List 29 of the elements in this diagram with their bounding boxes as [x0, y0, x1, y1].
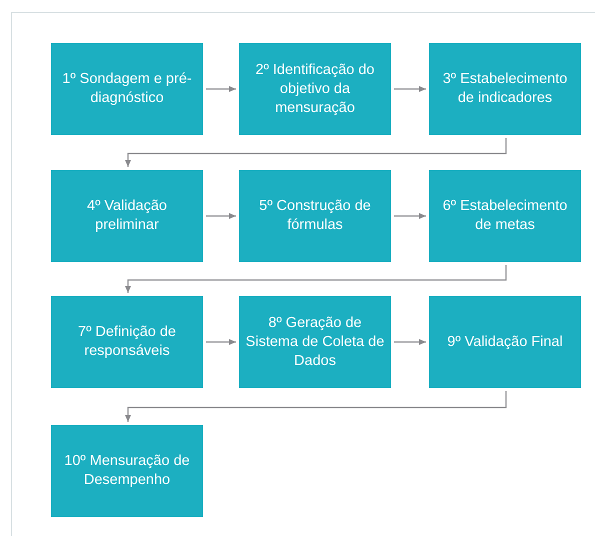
step-label: 5º Construção de fórmulas — [258, 197, 372, 235]
process-box — [51, 296, 203, 388]
step-label: 7º Definição de responsáveis — [77, 323, 177, 361]
process-box — [51, 170, 203, 262]
process-box — [239, 296, 391, 388]
process-box — [429, 43, 581, 135]
process-box — [429, 296, 581, 388]
arrow — [394, 213, 426, 219]
arrow — [394, 86, 426, 92]
step-label: 2º Identificação do objetivo da mensuração — [254, 60, 376, 118]
step-label: 3º Estabelecimento de indicadores — [442, 70, 568, 108]
step-label: 4º Validação preliminar — [86, 197, 168, 235]
step-label: 6º Estabelecimento de metas — [442, 197, 568, 235]
step-label: 1º Sondagem e pré-diagnóstico — [61, 70, 193, 108]
step-label: 8º Geração de Sistema de Coleta de Dados — [244, 314, 386, 370]
arrow — [125, 265, 507, 293]
step-label: 9º Validação Final — [447, 332, 563, 352]
process-box — [429, 170, 581, 262]
step-label: 10º Mensuração de Desempenho — [63, 452, 191, 490]
process-box — [51, 43, 203, 135]
arrow — [206, 213, 236, 219]
process-box — [51, 425, 203, 517]
process-box — [239, 43, 391, 135]
arrow — [125, 138, 507, 167]
arrow — [206, 339, 236, 345]
process-box — [239, 170, 391, 262]
arrow — [125, 391, 507, 422]
arrow — [394, 339, 426, 345]
arrow — [206, 86, 236, 92]
